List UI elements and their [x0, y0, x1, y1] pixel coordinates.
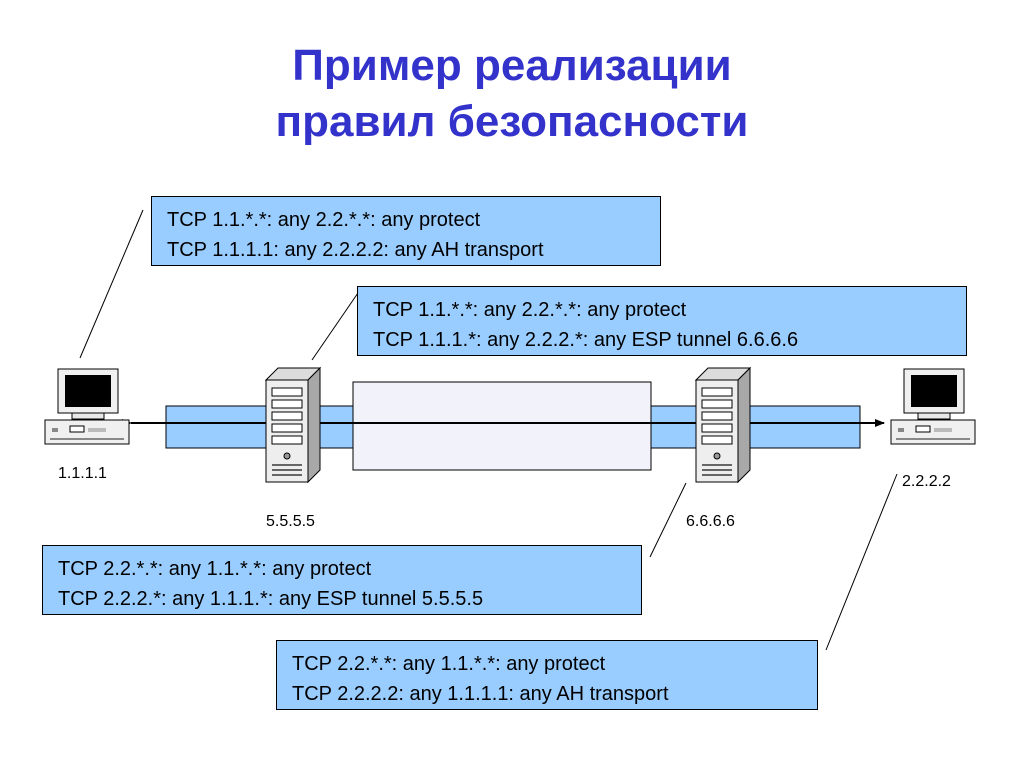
- page-title: Пример реализации правил безопасности: [0, 38, 1024, 150]
- policy-rule: TCP 2.2.*.*: any 1.1.*.*: any protect: [292, 653, 606, 675]
- title-line-2: правил безопасности: [275, 97, 749, 146]
- computer-icon: [890, 368, 976, 445]
- server-icon: [694, 366, 752, 484]
- gateway-b: [692, 366, 752, 491]
- policy-rule: TCP 1.1.1.*: any 2.2.2.*: any ESP tunnel…: [373, 329, 799, 351]
- policy-rule: TCP 2.2.2.*: any 1.1.1.*: any ESP tunnel…: [58, 588, 484, 610]
- policy-rule: TCP 2.2.*.*: any 1.1.*.*: any protect: [58, 558, 372, 580]
- host-a: [44, 368, 132, 453]
- gateway-a: [262, 366, 322, 491]
- callout-line-gateway-b: [649, 482, 687, 558]
- policy-rule: TCP 1.1.*.*: any 2.2.*.*: any protect: [373, 299, 687, 321]
- esp-tunnel-box: [352, 381, 652, 471]
- policy-rule: TCP 1.1.*.*: any 2.2.*.*: any protect: [167, 209, 481, 231]
- callout-line-host-b: [825, 473, 898, 651]
- computer-icon: [44, 368, 130, 445]
- title-line-1: Пример реализации: [292, 41, 732, 90]
- policy-box-host-a: TCP 1.1.*.*: any 2.2.*.*: any protect TC…: [151, 196, 661, 266]
- policy-box-gateway-a: TCP 1.1.*.*: any 2.2.*.*: any protect TC…: [357, 286, 967, 356]
- callout-line-gateway-a: [311, 289, 361, 361]
- address-host-a: 1.1.1.1: [58, 465, 107, 482]
- policy-rule: TCP 1.1.1.1: any 2.2.2.2: any AH transpo…: [167, 239, 544, 261]
- host-b: [890, 368, 978, 453]
- address-gateway-a: 5.5.5.5: [266, 513, 315, 530]
- callout-line-host-a: [79, 209, 144, 359]
- address-gateway-b: 6.6.6.6: [686, 513, 735, 530]
- address-host-b: 2.2.2.2: [902, 473, 951, 490]
- server-icon: [264, 366, 322, 484]
- policy-box-host-b: TCP 2.2.*.*: any 1.1.*.*: any protect TC…: [276, 640, 818, 710]
- policy-rule: TCP 2.2.2.2: any 1.1.1.1: any AH transpo…: [292, 683, 669, 705]
- policy-box-gateway-b: TCP 2.2.*.*: any 1.1.*.*: any protect TC…: [42, 545, 642, 615]
